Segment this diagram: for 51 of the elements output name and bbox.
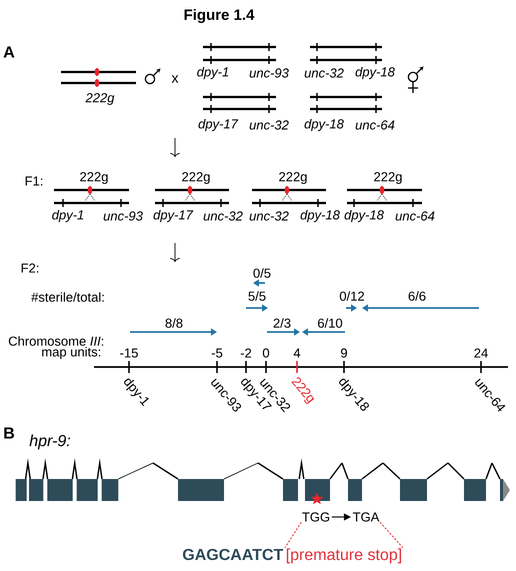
gene-label: unc-32 bbox=[304, 68, 344, 78]
gene-name: hpr-9: bbox=[30, 434, 70, 450]
tick-label: 0 bbox=[262, 348, 270, 358]
ratio-label: 2/3 bbox=[274, 318, 290, 328]
ratio-label: 0/12 bbox=[340, 291, 364, 301]
ratio-label: 6/6 bbox=[408, 291, 426, 301]
codon-label: TGA bbox=[352, 512, 380, 522]
gene-label: unc-93 bbox=[250, 68, 289, 78]
cross-label: x bbox=[172, 75, 178, 83]
gene-label: dpy-18 bbox=[344, 210, 384, 222]
axis-label: map units: bbox=[42, 346, 100, 360]
gene-label: dpy-1 bbox=[197, 66, 228, 80]
panel-letter: B bbox=[4, 428, 14, 438]
gene-label: unc-64 bbox=[356, 120, 394, 130]
gene-label: unc-93 bbox=[104, 211, 143, 221]
codon-label: TGG bbox=[302, 512, 330, 522]
generation-label: F1: bbox=[26, 176, 42, 186]
generation-label: F2: bbox=[22, 263, 38, 273]
gene-label: unc-32 bbox=[250, 211, 289, 221]
gene-label: unc-32 bbox=[250, 120, 289, 130]
ratio-label: 8/8 bbox=[166, 318, 182, 328]
gene-label: unc-32 bbox=[204, 211, 243, 221]
ratio-label: 5/5 bbox=[248, 291, 266, 301]
gene-label: dpy-18 bbox=[300, 210, 340, 222]
tick-label: -2 bbox=[240, 348, 252, 358]
gene-label: dpy-1 bbox=[52, 210, 84, 222]
allele-label: 222g bbox=[85, 93, 114, 105]
tick-label: 24 bbox=[474, 348, 488, 358]
leader-line bbox=[284, 522, 302, 548]
tick-label: 9 bbox=[341, 348, 347, 358]
leader-line bbox=[380, 522, 404, 548]
allele-label: 222g bbox=[80, 172, 108, 184]
ratio-label: 0/5 bbox=[253, 268, 270, 278]
allele-label: 222g bbox=[182, 172, 210, 184]
gene-label: dpy-17 bbox=[198, 118, 238, 132]
gene-label: dpy-18 bbox=[304, 118, 344, 132]
gene-label: dpy-17 bbox=[154, 210, 194, 222]
panel-letter: A bbox=[4, 46, 14, 58]
ratio-label: 6/10 bbox=[318, 318, 342, 328]
tick-label: -5 bbox=[212, 348, 222, 358]
figure-title: Figure 1.4 bbox=[184, 8, 254, 24]
gene-label: unc-64 bbox=[396, 211, 434, 221]
sequence-text: GAGCAATCT bbox=[182, 548, 284, 560]
annotation-text: [premature stop] bbox=[286, 548, 402, 564]
tick-label: -15 bbox=[120, 348, 138, 358]
gene-label: dpy-18 bbox=[356, 66, 395, 80]
allele-label: 222g bbox=[374, 172, 402, 184]
allele-label: 222g bbox=[279, 172, 307, 184]
axis-label: Chromosome III: bbox=[8, 336, 104, 346]
row-label: #sterile/total: bbox=[31, 292, 104, 302]
tick-label: 4 bbox=[294, 348, 300, 358]
